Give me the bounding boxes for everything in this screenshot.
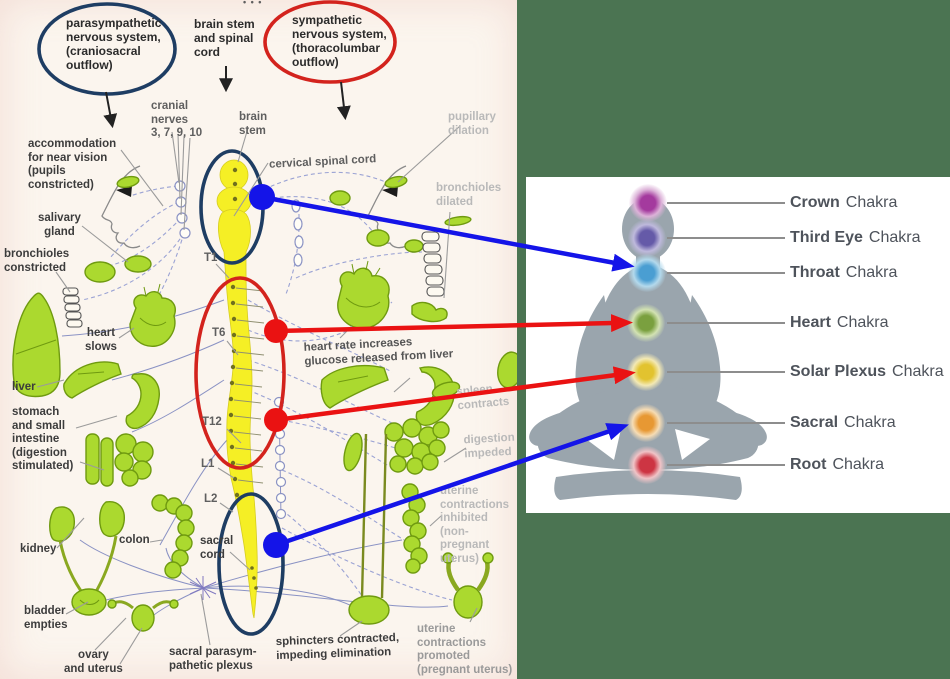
- label-parasympathetic: parasympathetic nervous system, (cranios…: [66, 16, 162, 73]
- label-cranial-nerves: cranial nerves 3, 7, 9, 10: [151, 100, 203, 140]
- sympathetic-pathways: [247, 199, 453, 601]
- thoracolumbar-region-oval: [194, 276, 286, 470]
- heart-left: [129, 283, 176, 347]
- kidneys-left: [49, 501, 125, 596]
- label-sphincters: sphincters contracted, impeding eliminat…: [275, 631, 400, 662]
- label-kidney: kidney: [20, 543, 57, 555]
- adrenal-right: [343, 432, 363, 472]
- label-t1: T1: [204, 252, 218, 264]
- bronchi-right: [411, 301, 448, 323]
- label-cervical-spinal-cord: cervical spinal cord: [268, 153, 377, 171]
- stomach-intestine-left: [85, 373, 160, 487]
- connector-throat: [667, 272, 785, 274]
- label-accommodation: accommodation for near vision (pupils co…: [28, 138, 117, 191]
- label-heart-rate: heart rate increases glucose released fr…: [303, 336, 454, 368]
- label-stomach: stomach and small intestine (digestion s…: [12, 406, 74, 473]
- throat-chakra-dot: [628, 254, 666, 292]
- stomach-pancreas-right: [415, 366, 461, 426]
- eye-right: [382, 186, 398, 197]
- label-digestion-impeded: digestion impeded: [463, 431, 516, 460]
- uterus-ovaries-left: [107, 599, 179, 632]
- bladder-left: [71, 588, 107, 616]
- connector-crown: [667, 202, 785, 204]
- bladder-right: [348, 433, 390, 625]
- label-uterine-promoted: uterine contractions promoted (pregnant …: [417, 623, 513, 676]
- label-t6: T6: [212, 327, 226, 339]
- sympathetic-chain: [273, 199, 304, 520]
- parasympathetic-pathways: [81, 171, 423, 323]
- label-salivary-gland: salivary gland: [38, 212, 81, 238]
- third-eye-chakra-dot: [628, 219, 666, 257]
- label-l2: L2: [204, 493, 218, 505]
- connector-heart: [667, 322, 785, 324]
- trachea-left: [62, 287, 83, 328]
- connector-root: [667, 464, 785, 466]
- leader-lines: [36, 125, 478, 665]
- colon-left: [151, 494, 195, 579]
- sacral-chakra-dot: [627, 404, 665, 442]
- label-sympathetic: sympathetic nervous system, (thoracolumb…: [292, 13, 387, 70]
- colon-right: [401, 483, 428, 574]
- intestines-right: [343, 418, 450, 475]
- face-profile-right: [367, 165, 408, 249]
- liver-left: [63, 361, 122, 399]
- label-pupillary-dilation: pupillary dilation: [448, 111, 496, 137]
- lacrimal-gland-right: [384, 175, 408, 189]
- liver-right: [320, 365, 389, 409]
- label-spleen-contracts: spleen contracts: [455, 383, 510, 412]
- sacral-parasympathetic-plexus: [189, 576, 217, 600]
- heart-chakra-dot: [627, 304, 665, 342]
- label-heart-slows: heart slows: [85, 327, 117, 353]
- eye-left: [116, 186, 132, 197]
- label-t12: T12: [202, 416, 222, 428]
- cranial-nerve-roots: [174, 180, 191, 239]
- salivary-glands-left: [84, 255, 152, 283]
- label-colon: colon: [119, 534, 150, 546]
- lacrimal-gland-left: [116, 175, 140, 189]
- trachea-right: [411, 231, 448, 323]
- label-brain-stem-spinal-cord: brain stem and spinal cord: [194, 17, 255, 60]
- brain-stem-bulge: [219, 159, 249, 191]
- root-chakra-dot: [628, 446, 666, 484]
- crown-chakra-dot: [629, 184, 667, 222]
- label-brain-stem: brain stem: [239, 111, 268, 137]
- label-liver: liver: [12, 381, 36, 393]
- brainstem-region-oval: [199, 149, 265, 265]
- heart-right: [337, 260, 390, 329]
- label-bronchioles-constricted: bronchioles constricted: [4, 248, 70, 274]
- label-bladder-empties: bladder empties: [24, 605, 68, 631]
- autonomic-nervous-system-figure: parasympathetic nervous system, (cranios…: [0, 0, 517, 679]
- label-ovary-uterus: ovary and uterus: [64, 649, 123, 675]
- connector-third-eye: [667, 237, 785, 239]
- label-uterine-inhibited: uterine contractions inhibited (non-preg…: [440, 485, 510, 565]
- label-bronchioles-dilated: bronchioles dilated: [436, 182, 502, 208]
- top-label-arrows: [103, 66, 351, 129]
- solar-plexus-chakra-dot: [627, 353, 665, 391]
- label-top-dots: • • •: [243, 0, 263, 7]
- connector-solar-plexus: [667, 371, 785, 373]
- label-l1: L1: [201, 458, 215, 470]
- sacral-region-oval: [217, 492, 285, 636]
- spinal-segments: [228, 284, 265, 590]
- connector-sacral: [667, 422, 785, 424]
- label-sacral-cord: sacral cord: [200, 535, 234, 561]
- label-sacral-plexus: sacral parasym- pathetic plexus: [169, 646, 257, 672]
